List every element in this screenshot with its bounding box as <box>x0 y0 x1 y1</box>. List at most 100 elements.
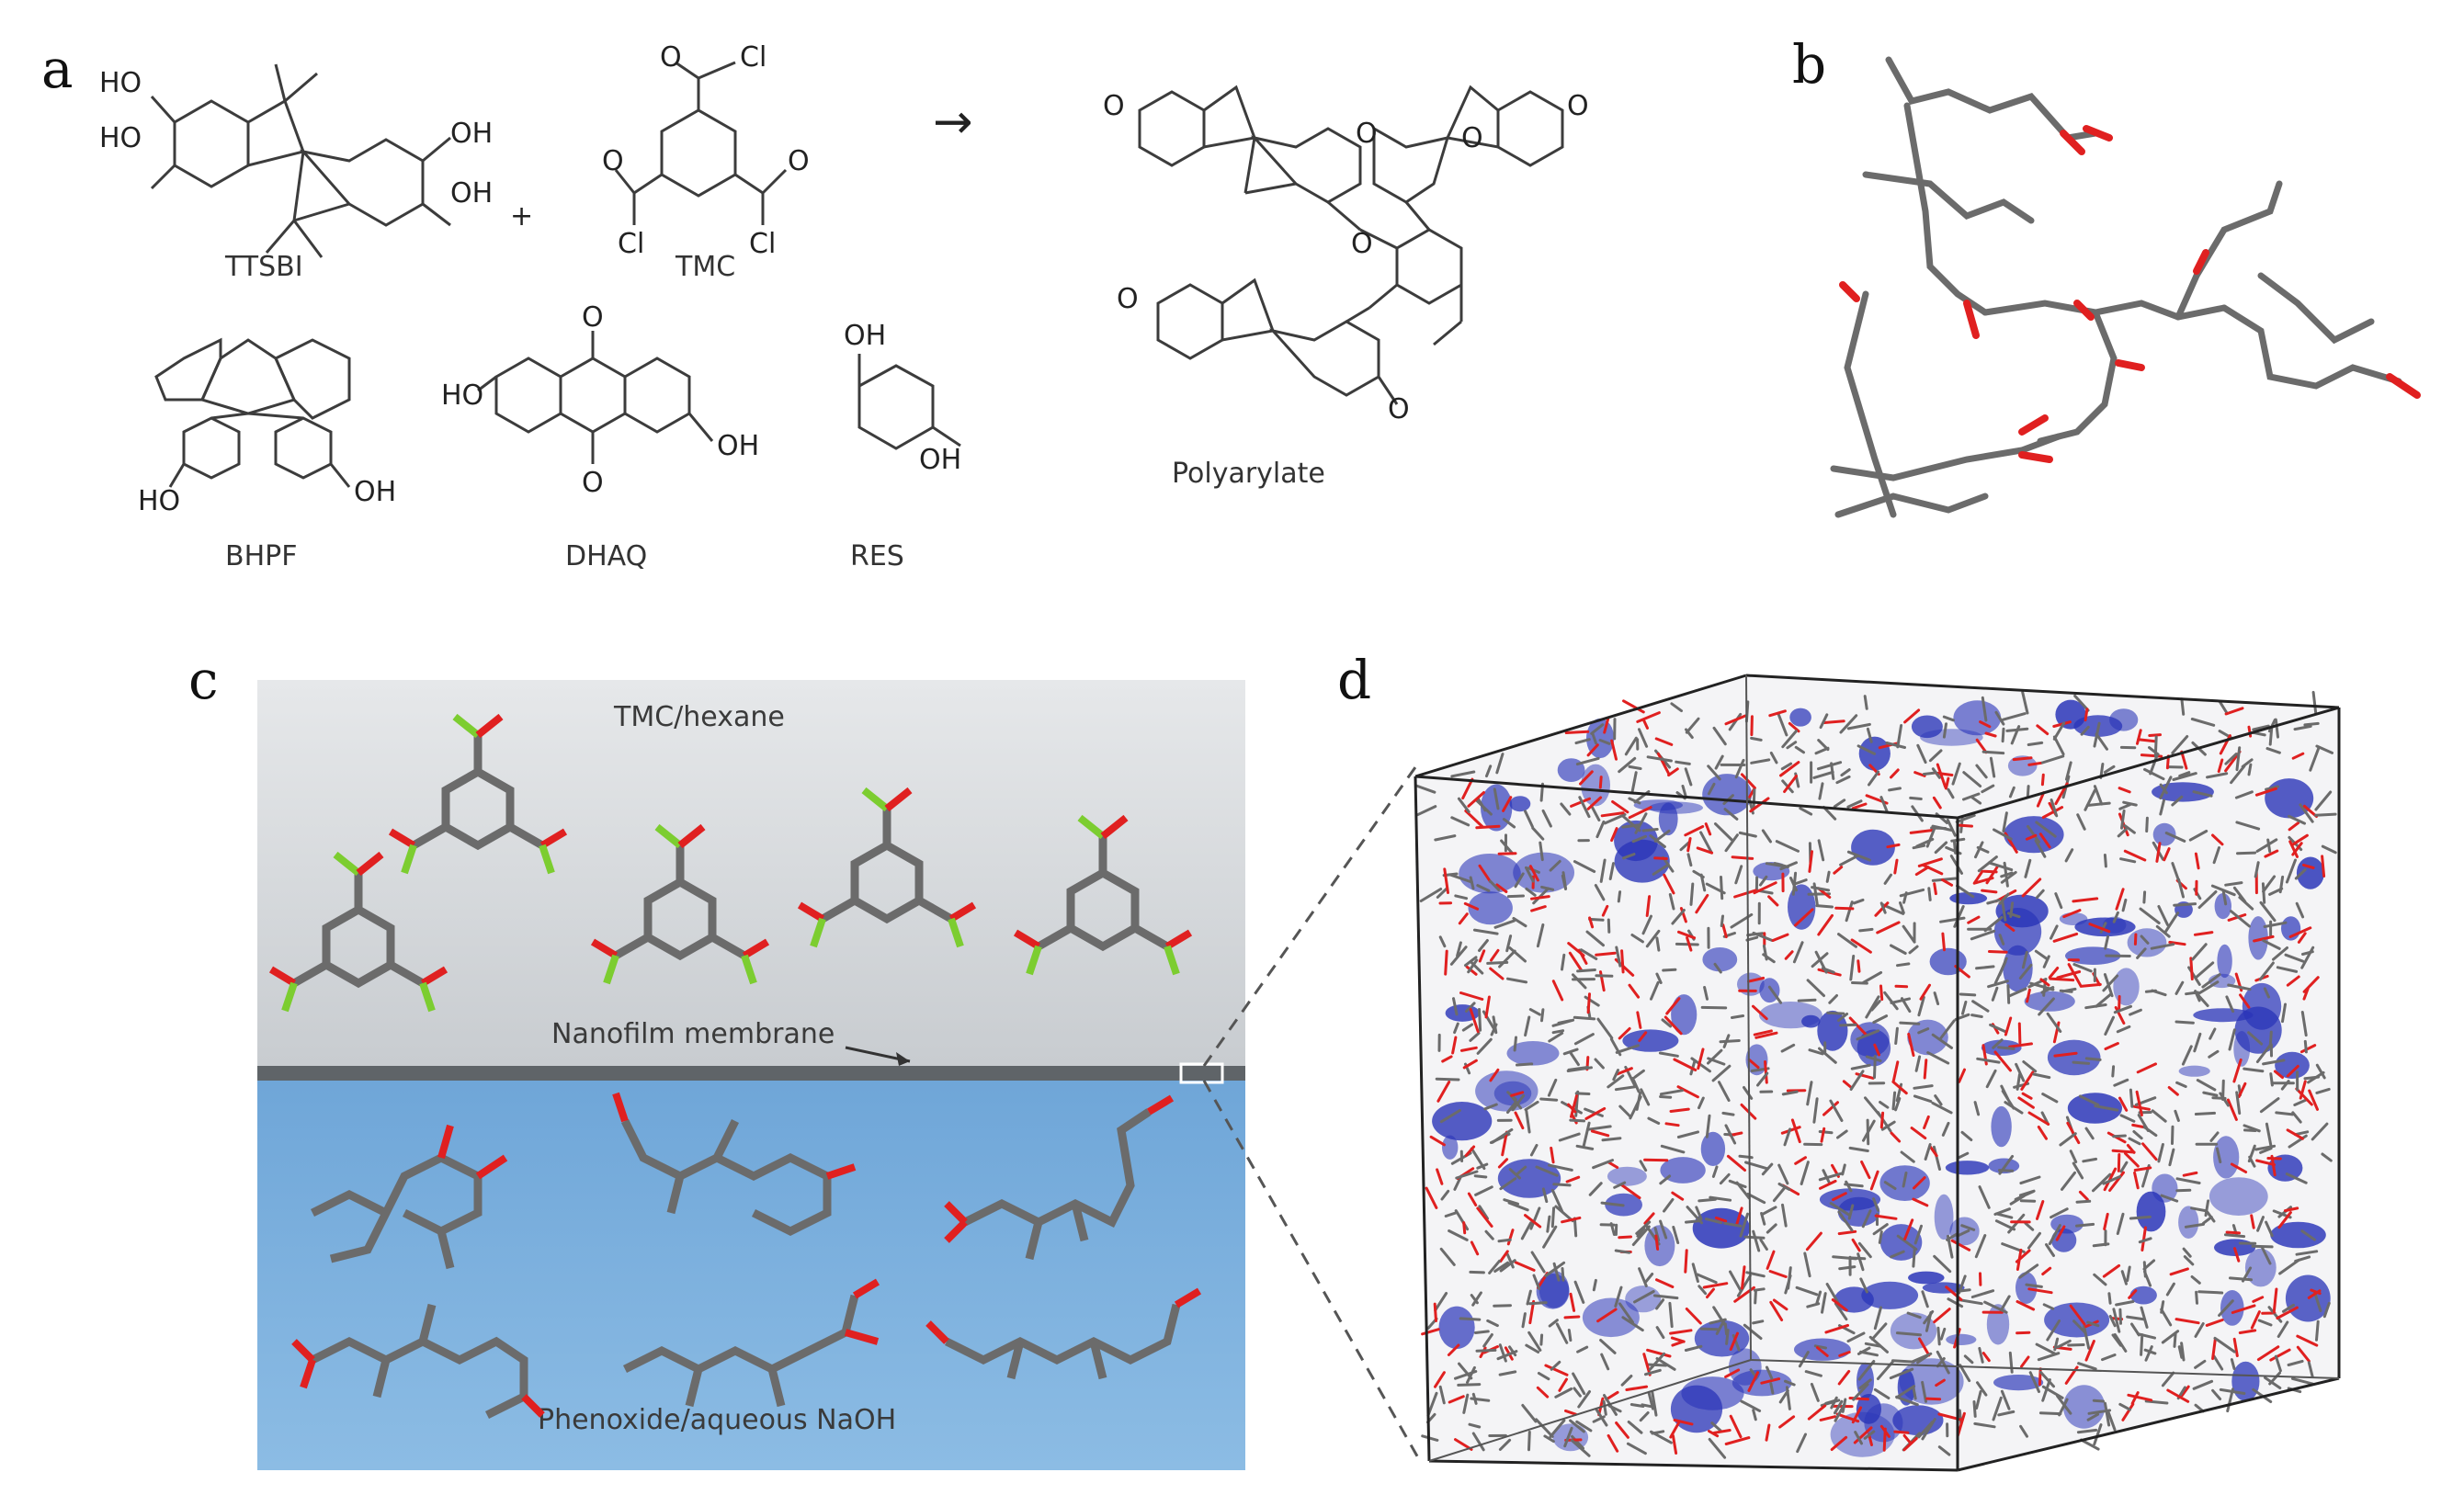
network-bond <box>1864 1342 1882 1348</box>
network-bond <box>1846 799 1863 809</box>
network-bond <box>1957 1151 1970 1160</box>
network-bond <box>2293 724 2312 731</box>
polyarylate-structure: O O O O O O O Polyarylate <box>1103 85 1589 490</box>
network-bond <box>1879 1424 1891 1438</box>
network-bond <box>2018 1263 2039 1279</box>
network-bond <box>1834 1399 1844 1415</box>
network-bond <box>1669 1107 1690 1113</box>
network-bond <box>1939 1019 1956 1040</box>
network-bond <box>2197 980 2220 995</box>
network-bond <box>1636 711 1661 723</box>
network-bond <box>2299 803 2314 823</box>
network-bond <box>1499 1177 1517 1191</box>
network-bond <box>2072 1060 2091 1065</box>
network-bond <box>1981 750 2005 755</box>
network-bond <box>2099 922 2107 934</box>
network-bond <box>2194 852 2200 870</box>
network-bond <box>1959 1364 1971 1383</box>
network-bond <box>1541 1187 1549 1204</box>
tmc-o-3: O <box>788 145 810 177</box>
network-bond <box>1698 1096 1705 1110</box>
pore-blob <box>1509 796 1531 812</box>
network-bond <box>2285 858 2297 884</box>
network-bond <box>1551 1029 1565 1035</box>
pore-blob <box>1794 1338 1851 1361</box>
network-bond <box>1932 1145 1941 1171</box>
network-bond <box>1568 951 1584 972</box>
network-bond <box>2299 1044 2317 1054</box>
network-bond <box>1439 1247 1456 1266</box>
network-bond <box>2182 1171 2198 1177</box>
network-bond <box>1846 1331 1866 1343</box>
network-bond <box>1912 1247 1916 1268</box>
network-bond <box>1760 1206 1777 1217</box>
polyarylate-o-1: O <box>1103 90 1125 122</box>
network-bond <box>2118 1096 2129 1112</box>
network-bond <box>1615 946 1622 968</box>
res-oh-2: OH <box>919 444 961 476</box>
network-bond <box>2106 1410 2117 1432</box>
network-bond <box>1913 1084 1934 1090</box>
network-bond <box>2067 963 2083 987</box>
network-bond <box>1600 811 1625 818</box>
network-bond <box>2037 1126 2048 1140</box>
network-bond <box>1506 977 1528 984</box>
pore-blob <box>1995 894 2049 928</box>
network-bond <box>2062 909 2082 919</box>
network-bond <box>1912 844 1926 850</box>
network-bond <box>1822 806 1837 821</box>
network-bond <box>1507 1201 1529 1212</box>
network-bond <box>1485 764 1493 778</box>
network-bond <box>2175 1081 2187 1088</box>
network-bond <box>2020 1070 2035 1091</box>
network-bond <box>1524 1015 1531 1037</box>
res-structure: OH OH RES <box>844 320 961 572</box>
network-bond <box>2188 830 2209 842</box>
network-bond <box>2228 1028 2236 1051</box>
network-bond <box>1851 802 1868 810</box>
network-bond <box>2174 980 2185 995</box>
network-bond <box>1731 1014 1745 1019</box>
network-bond <box>1570 1093 1579 1118</box>
network-bond <box>1836 1129 1848 1139</box>
network-bond <box>1705 882 1726 895</box>
network-bond <box>2052 721 2066 741</box>
pore-blob <box>2050 1228 2077 1252</box>
pore-blob <box>1788 884 1816 930</box>
network-bond <box>2015 1062 2026 1082</box>
network-bond <box>2265 1122 2273 1149</box>
network-bond <box>1759 1238 1768 1251</box>
network-bond <box>2155 842 2162 863</box>
network-bond <box>1845 900 1854 923</box>
network-bond <box>1931 767 1941 779</box>
network-bond <box>2027 824 2041 844</box>
network-bond <box>2315 1063 2326 1080</box>
pore-blob <box>1856 1394 1881 1424</box>
network-bond <box>1835 1412 1860 1423</box>
network-bond <box>1497 1238 1512 1243</box>
network-bond <box>1508 1345 1517 1357</box>
network-bond <box>1659 1095 1673 1099</box>
network-bond <box>1928 749 1943 763</box>
network-bond <box>2078 1094 2100 1106</box>
network-bond <box>2005 727 2029 732</box>
network-bond <box>2038 1411 2062 1416</box>
network-bond <box>1465 1002 1476 1013</box>
network-bond <box>2171 735 2189 754</box>
network-bond <box>1617 890 1622 903</box>
network-bond <box>1934 841 1948 855</box>
network-bond <box>2026 988 2031 1003</box>
network-bond <box>1833 798 1846 809</box>
network-bond <box>2265 1220 2274 1238</box>
network-bond <box>1586 743 1599 757</box>
network-bond <box>1707 782 1716 796</box>
network-bond <box>1567 942 1585 957</box>
network-bond <box>1825 1283 1841 1306</box>
network-bond <box>1471 1432 1485 1452</box>
pore-blob <box>1986 1304 2010 1345</box>
network-bond <box>1546 1215 1551 1233</box>
network-bond <box>1461 1023 1474 1032</box>
network-bond <box>2092 1242 2110 1248</box>
network-bond <box>1698 1285 1708 1296</box>
network-bond <box>1961 1001 1968 1015</box>
